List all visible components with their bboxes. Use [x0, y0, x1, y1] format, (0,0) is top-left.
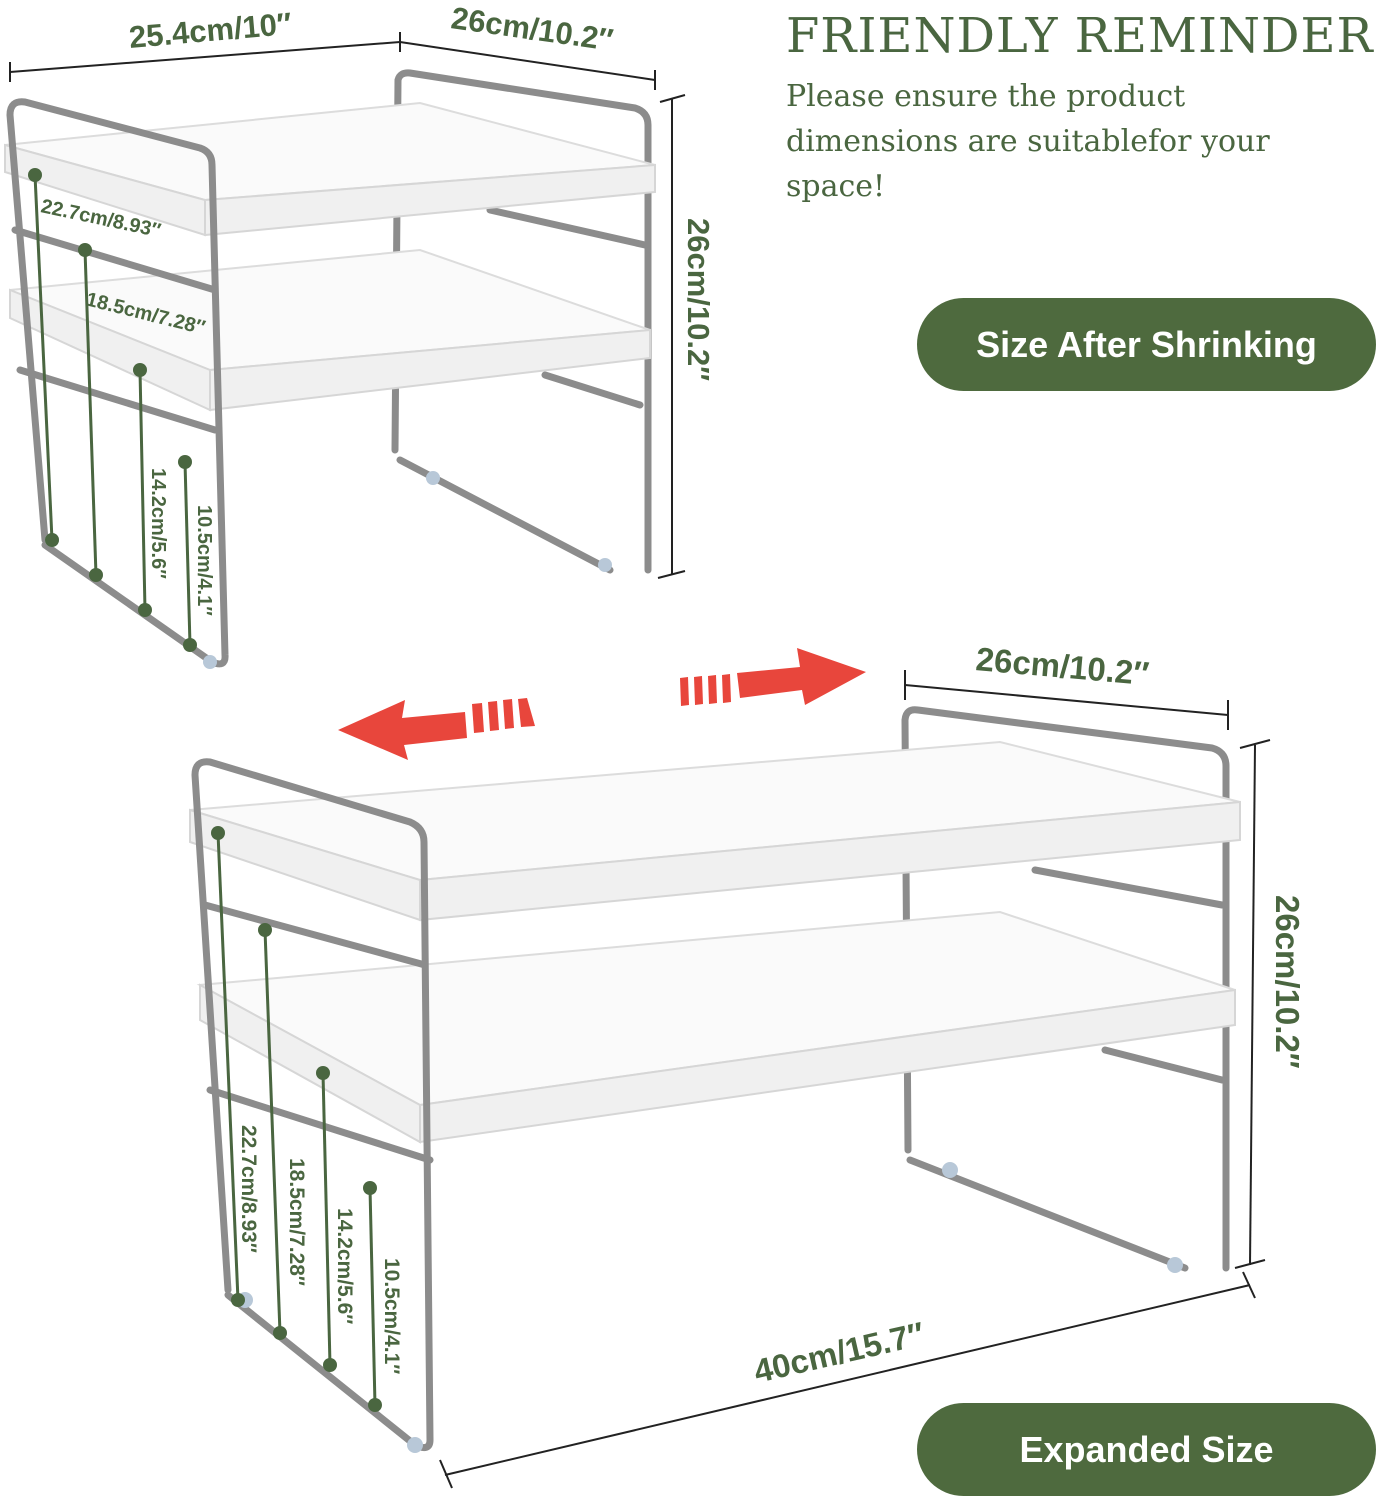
- shrunk-width-label: 25.4cm/10″: [128, 6, 294, 55]
- reminder-text: Please ensure the product dimensions are…: [786, 79, 1270, 204]
- shrunk-height-label: 26cm/10.2″: [681, 218, 716, 381]
- expanded-shelf: [189, 706, 1241, 1453]
- arrow-left-icon: [338, 698, 535, 760]
- expand-arrows: [338, 648, 866, 760]
- expanded-height-label: 26cm/10.2″: [1269, 895, 1306, 1069]
- expanded-height-4: 10.5cm/4.1″: [380, 1258, 403, 1374]
- expanded-depth-label: 26cm/10.2″: [974, 640, 1150, 692]
- shrunk-depth-label: 26cm/10.2″: [449, 0, 616, 57]
- expanded-height-2: 18.5cm/7.28″: [285, 1158, 308, 1286]
- shrunk-size-badge: Size After Shrinking: [917, 298, 1376, 391]
- shrunk-height-3: 14.2cm/5.6″: [147, 468, 169, 579]
- shrunk-shelf: [4, 69, 656, 669]
- expanded-width-label: 40cm/15.7″: [750, 1315, 928, 1390]
- expanded-height-3: 14.2cm/5.6″: [333, 1208, 356, 1324]
- shrunk-height-4: 10.5cm/4.1″: [193, 505, 215, 616]
- expanded-size-badge: Expanded Size: [917, 1403, 1376, 1496]
- reminder-title: FRIENDLY REMINDER: [786, 8, 1374, 64]
- expanded-height-1: 22.7cm/8.93″: [237, 1125, 260, 1253]
- arrow-right-icon: [680, 648, 866, 706]
